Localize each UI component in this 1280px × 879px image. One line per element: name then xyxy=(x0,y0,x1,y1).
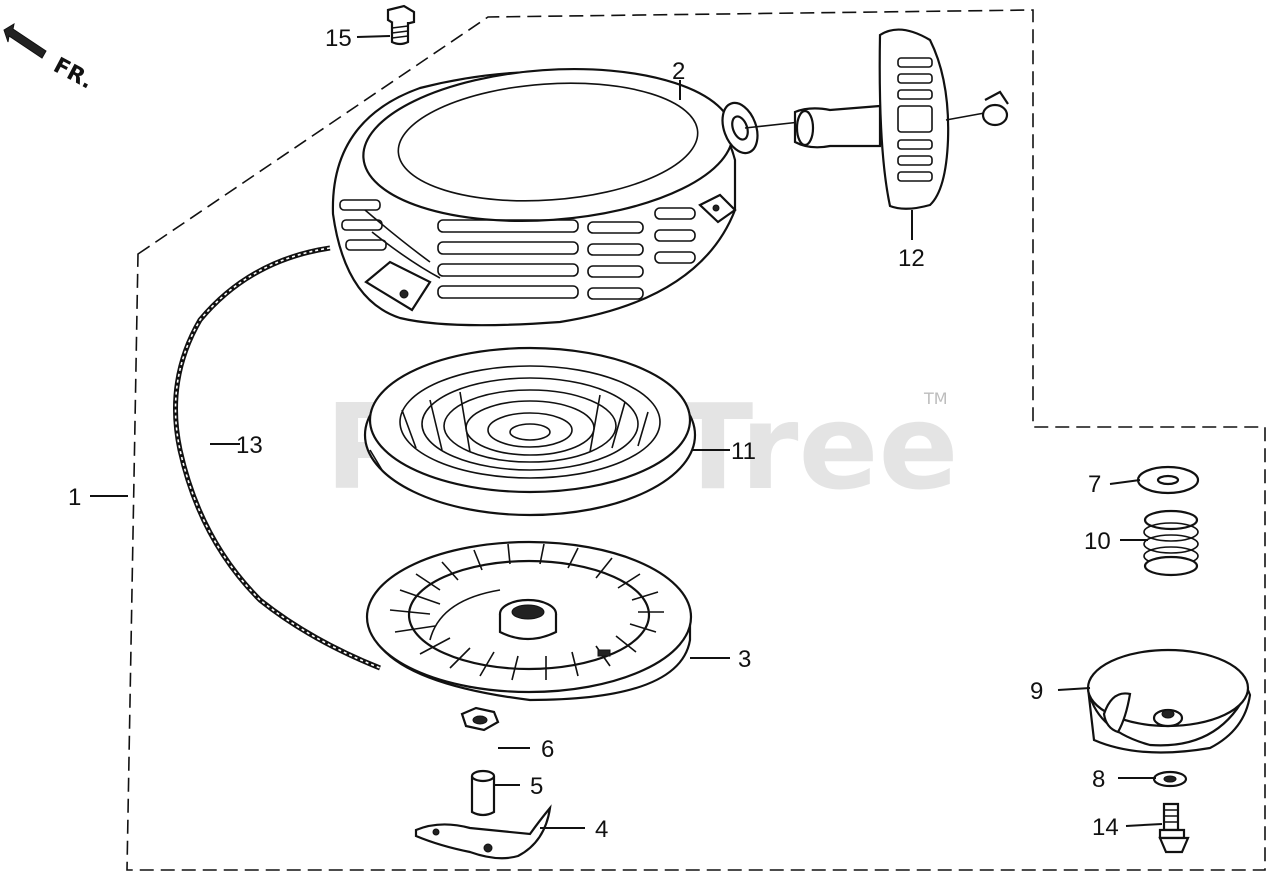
callout-5: 5 xyxy=(530,773,543,800)
callout-8: 8 xyxy=(1092,766,1105,793)
friction-plate-9 xyxy=(1086,648,1252,754)
starter-grip-12 xyxy=(744,28,1009,210)
watermark-trademark: TM xyxy=(923,389,948,408)
direction-indicator: FR. xyxy=(3,22,97,94)
reel-3 xyxy=(365,540,693,702)
bolt-14 xyxy=(1158,802,1190,854)
bolt-15 xyxy=(386,4,416,46)
callout-13: 13 xyxy=(236,432,263,459)
leader-lines xyxy=(90,35,1163,829)
spiral-spring-11 xyxy=(363,346,697,517)
callout-2: 2 xyxy=(672,58,685,85)
callout-10: 10 xyxy=(1084,528,1111,555)
ratchet-4 xyxy=(414,804,552,860)
callout-3: 3 xyxy=(738,646,751,673)
callout-12: 12 xyxy=(898,245,925,272)
callout-11: 11 xyxy=(731,438,756,465)
starter-case-2 xyxy=(331,67,759,327)
callout-labels: 1 2 3 4 5 6 7 8 9 10 11 12 13 14 15 xyxy=(68,25,1119,843)
assembly-boundary xyxy=(126,9,1266,871)
direction-label: FR. xyxy=(49,53,97,94)
callout-6: 6 xyxy=(541,736,554,763)
callout-15: 15 xyxy=(325,25,352,52)
nut-6 xyxy=(460,706,500,732)
collar-5 xyxy=(470,769,496,817)
spring-10 xyxy=(1143,509,1199,577)
callout-7: 7 xyxy=(1088,471,1101,498)
washer-8 xyxy=(1152,770,1188,788)
callout-14: 14 xyxy=(1092,814,1119,841)
callout-4: 4 xyxy=(595,816,608,843)
washer-7 xyxy=(1136,465,1200,495)
callout-1: 1 xyxy=(68,484,81,511)
direction-arrow-icon xyxy=(3,22,47,59)
callout-9: 9 xyxy=(1030,678,1043,705)
